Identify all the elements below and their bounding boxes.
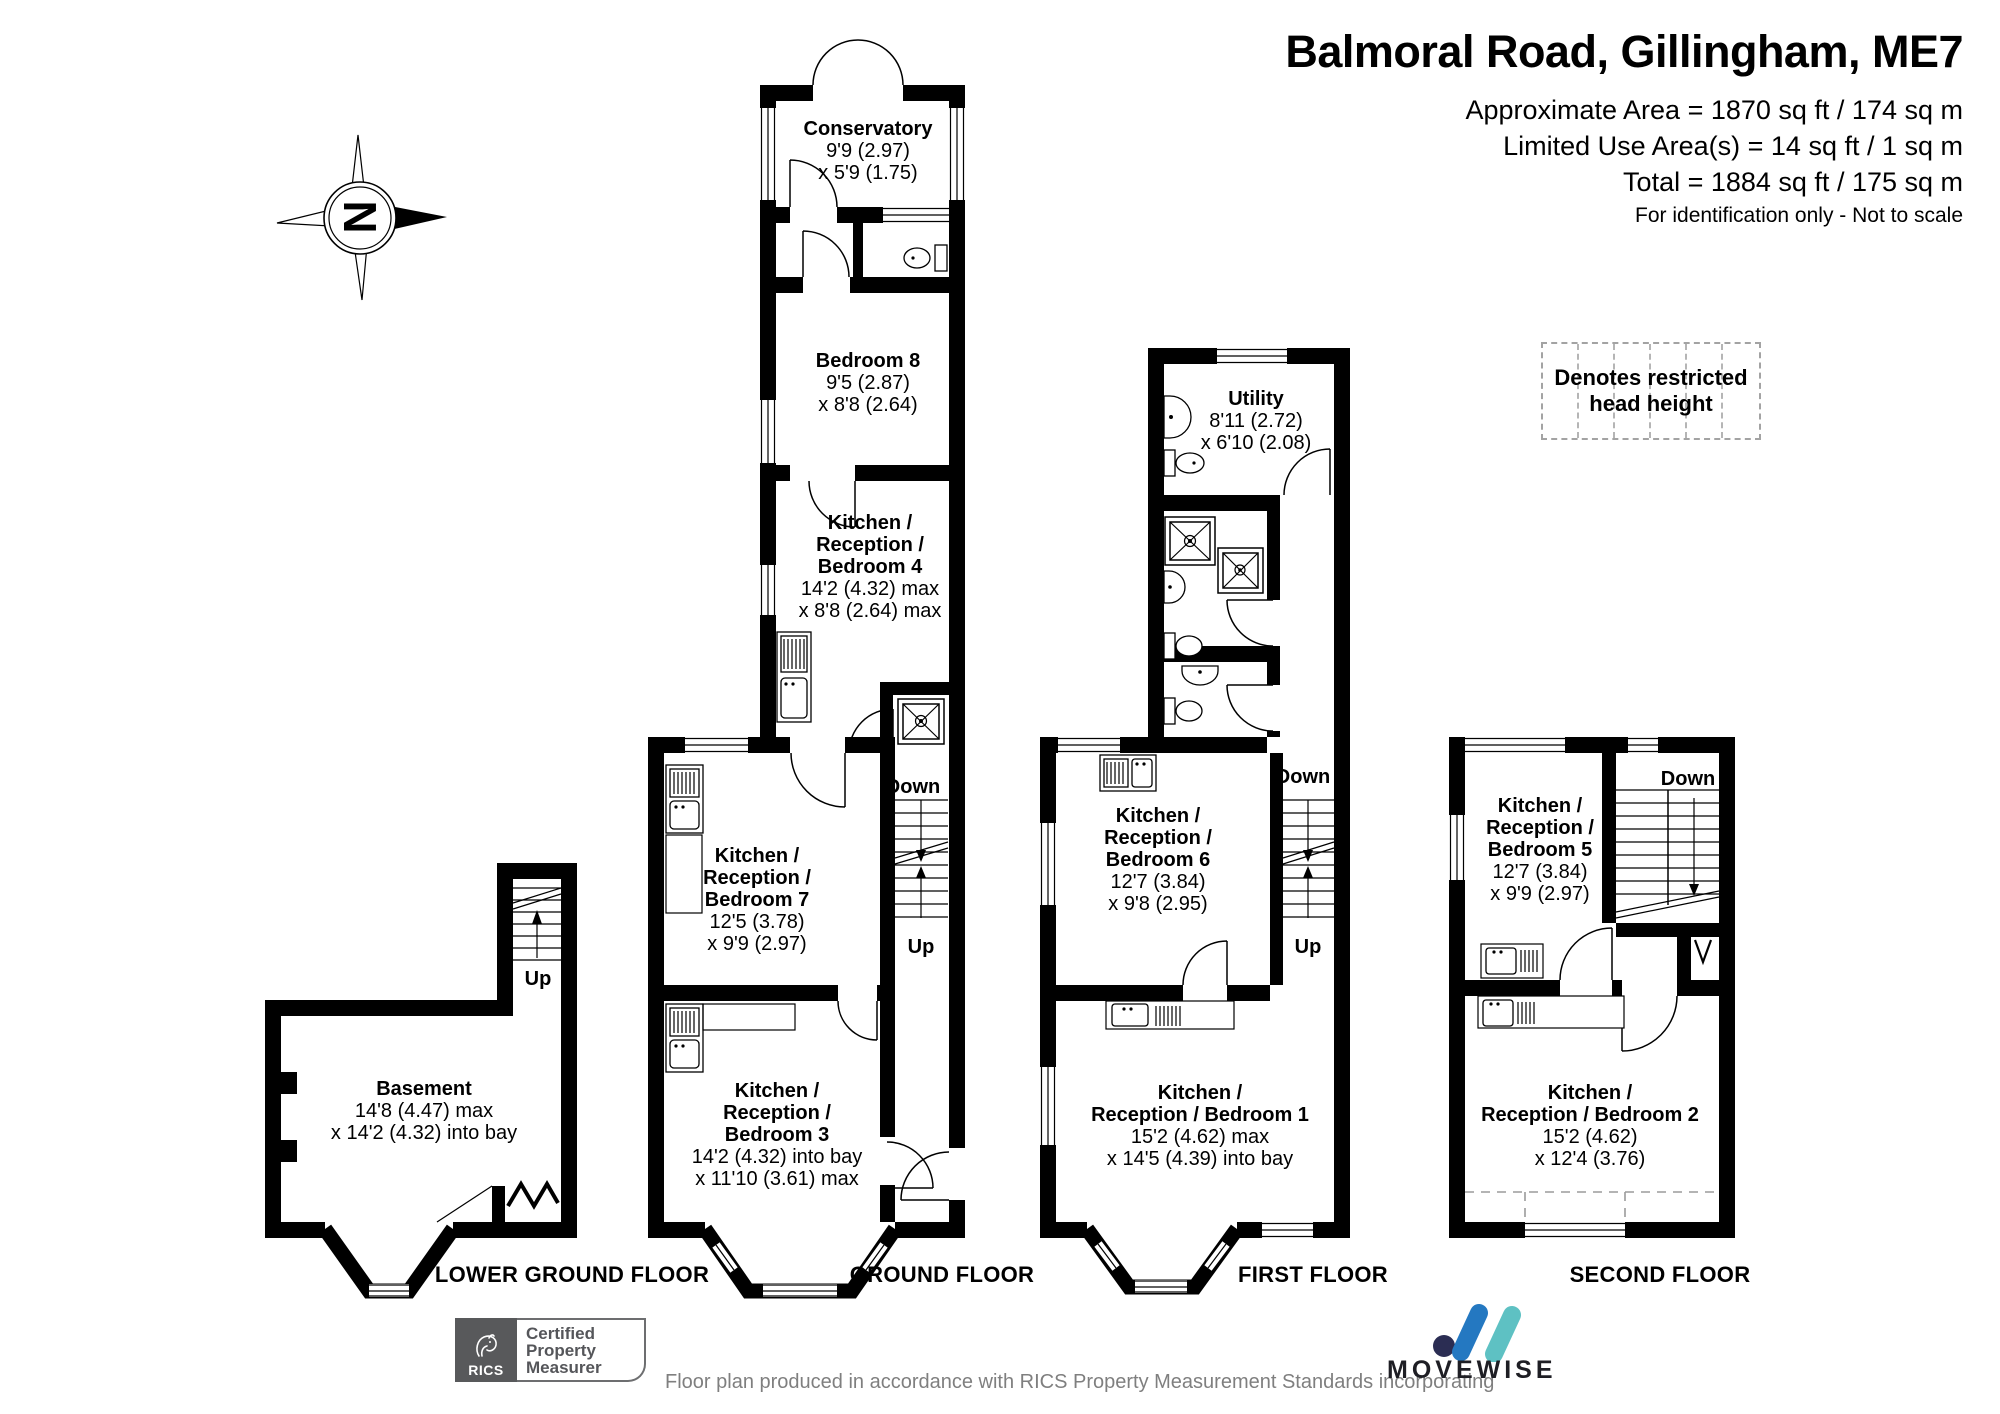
room-label-bedroom-8: Bedroom 8 9'5 (2.87) x 8'8 (2.64)	[815, 350, 921, 416]
legend-dash-line	[1685, 344, 1687, 438]
legend-dash-line	[1649, 344, 1651, 438]
room-label-kitchen-reception-bedroom-2: Kitchen / Reception / Bedroom 2 15'2 (4.…	[1481, 1082, 1699, 1170]
room-label-kitchen-reception-bedroom-1: Kitchen / Reception / Bedroom 1 15'2 (4.…	[1091, 1082, 1309, 1170]
rics-wordmark: RICS	[468, 1362, 504, 1378]
stair-label-up-gf: Up	[907, 936, 935, 958]
restricted-head-height-legend: Denotes restricted head height	[1541, 342, 1761, 440]
room-label-kitchen-reception-bedroom-7: Kitchen / Reception / Bedroom 7 12'5 (3.…	[703, 845, 811, 955]
limited-use-area: Limited Use Area(s) = 14 sq ft / 1 sq m	[1503, 131, 1963, 161]
plan-second-floor	[1449, 737, 1735, 1238]
room-label-conservatory: Conservatory 9'9 (2.97) x 5'9 (1.75)	[803, 118, 933, 184]
room-label-kitchen-reception-bedroom-5: Kitchen / Reception / Bedroom 5 12'7 (3.…	[1486, 795, 1594, 905]
plan-lower-ground-floor	[265, 863, 577, 1299]
room-label-basement: Basement 14'8 (4.47) max x 14'2 (4.32) i…	[330, 1078, 518, 1144]
legend-caption: Denotes restricted head height	[1554, 365, 1748, 416]
area-summary: Approximate Area = 1870 sq ft / 174 sq m…	[1285, 92, 1963, 200]
identification-note: For identification only - Not to scale	[1635, 204, 1963, 227]
room-label-kitchen-reception-bedroom-6: Kitchen / Reception / Bedroom 6 12'7 (3.…	[1104, 805, 1212, 915]
approximate-area: Approximate Area = 1870 sq ft / 174 sq m	[1465, 95, 1963, 125]
legend-dash-line	[1613, 344, 1615, 438]
plan-ground-floor	[648, 39, 965, 1299]
stair-label-up-ff: Up	[1294, 936, 1322, 958]
room-label-utility: Utility 8'11 (2.72) x 6'10 (2.08)	[1200, 388, 1312, 454]
disclaimer-text: Floor plan produced in accordance with R…	[665, 1371, 1495, 1393]
floor-label-lower-ground: LOWER GROUND FLOOR	[434, 1262, 710, 1287]
rics-logo: RICS	[455, 1318, 517, 1382]
movewise-logo-icon	[1433, 1304, 1521, 1362]
page-title: Balmoral Road, Gillingham, ME7	[1285, 26, 1963, 77]
compass-icon	[276, 134, 447, 301]
legend-dash-line	[1577, 344, 1579, 438]
movewise-wordmark: MOVEWISE	[1387, 1356, 1557, 1384]
header-block: Balmoral Road, Gillingham, ME7 Approxima…	[1285, 26, 1963, 228]
stair-label-down-gf: Down	[885, 776, 941, 798]
stair-label-down-ff: Down	[1275, 766, 1331, 788]
legend-dash-line	[1721, 344, 1723, 438]
floor-label-ground: GROUND FLOOR	[849, 1262, 1035, 1287]
room-label-kitchen-reception-bedroom-3: Kitchen / Reception / Bedroom 3 14'2 (4.…	[691, 1080, 863, 1190]
total-area: Total = 1884 sq ft / 175 sq m	[1623, 167, 1963, 197]
rics-lion-icon	[476, 1334, 497, 1357]
stair-label-down-sf: Down	[1660, 768, 1716, 790]
stair-label-up-lgf: Up	[524, 968, 552, 990]
plan-first-floor	[1040, 348, 1350, 1295]
rics-certified-badge: RICS Certified Property Measurer	[455, 1318, 646, 1382]
floor-label-second: SECOND FLOOR	[1569, 1262, 1751, 1287]
floor-label-first: FIRST FLOOR	[1238, 1262, 1388, 1287]
certified-property-measurer-label: Certified Property Measurer	[517, 1318, 646, 1382]
room-label-kitchen-reception-bedroom-4: Kitchen / Reception / Bedroom 4 14'2 (4.…	[798, 512, 942, 622]
compass-north-letter: N	[334, 200, 386, 234]
